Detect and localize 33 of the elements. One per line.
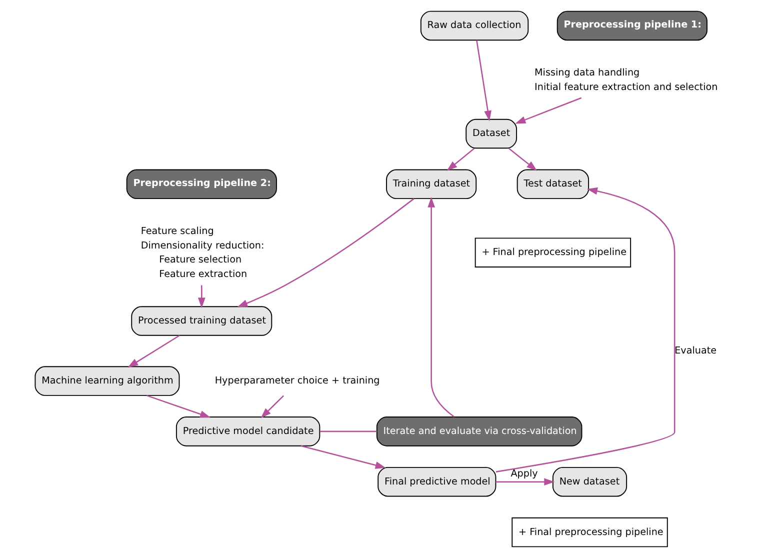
- arrow: [476, 40, 492, 122]
- node-box: Machine learning algorithm: [34, 366, 180, 396]
- node-box: + Final preprocessing pipeline: [512, 517, 668, 548]
- node-box: Iterate and evaluate via cross-validation: [376, 416, 582, 446]
- arrow: [496, 478, 555, 486]
- node-box: Preprocessing pipeline 1:: [556, 10, 708, 41]
- node-text: Feature scaling Dimensionality reduction: Feature selection Feature extraction: [140, 226, 264, 280]
- node-box: Processed training dataset: [131, 306, 272, 336]
- arrow: [198, 285, 206, 308]
- node-box: Training dataset: [386, 169, 477, 200]
- arrow: [508, 148, 538, 171]
- node-box: Raw data collection: [420, 10, 529, 41]
- node-box: Dataset: [466, 118, 518, 149]
- arrow: [496, 187, 676, 472]
- arrow: [446, 148, 475, 171]
- node-box: Preprocessing pipeline 2:: [126, 169, 277, 200]
- edge-label: Evaluate: [674, 346, 717, 356]
- arrow: [146, 394, 211, 418]
- node-box: + Final preprocessing pipeline: [474, 238, 632, 268]
- arrow: [128, 334, 180, 368]
- arrow: [300, 445, 386, 469]
- node-box: Final predictive model: [378, 466, 496, 497]
- arrow: [260, 395, 284, 418]
- node-box: New dataset: [552, 466, 628, 497]
- node-text: Hyperparameter choice + training: [214, 376, 380, 387]
- arrow: [237, 198, 414, 308]
- node-box: Test dataset: [516, 169, 590, 200]
- arrow: [428, 196, 455, 418]
- arrow: [515, 97, 582, 124]
- edge-label: Apply: [510, 468, 538, 480]
- connector: [320, 430, 377, 432]
- node-box: Predictive model candidate: [176, 416, 320, 446]
- node-text: Missing data handling Initial feature extraction and selection: [534, 67, 718, 93]
